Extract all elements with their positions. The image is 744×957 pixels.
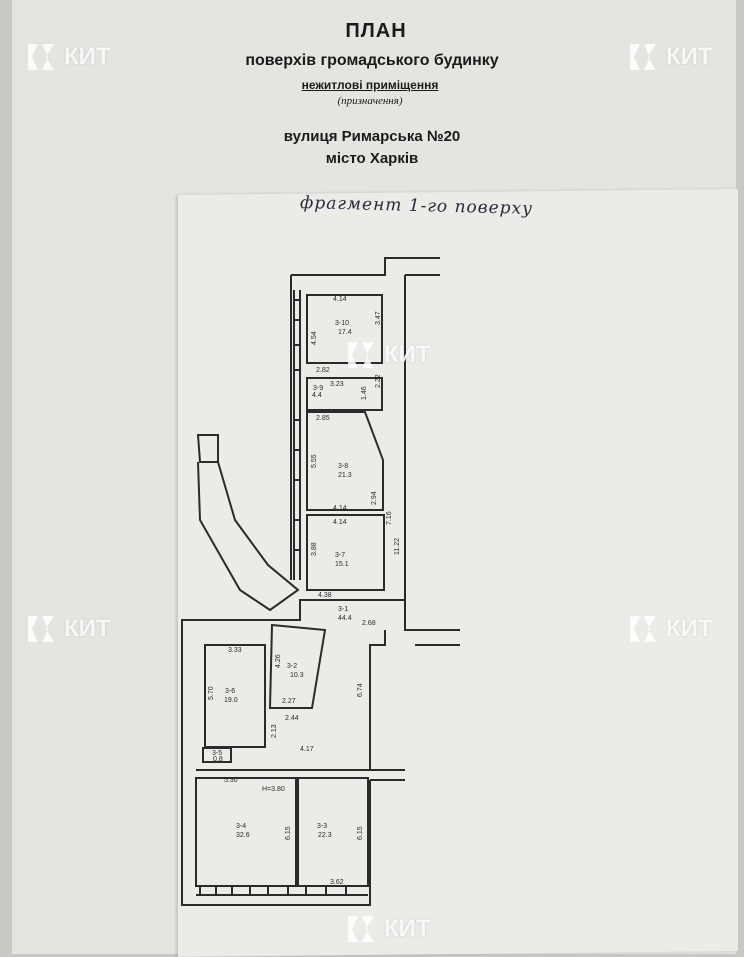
- kit-logo-icon: [348, 342, 374, 368]
- watermark: КИТ: [24, 40, 111, 74]
- kit-logo-icon: [348, 916, 374, 942]
- dimension-label: 7.16: [386, 511, 393, 525]
- document-subtitle: поверхів громадського будинку: [245, 52, 499, 69]
- document-title: ПЛАН: [345, 20, 407, 42]
- room-area: 44.4: [338, 615, 352, 622]
- dimension-label: 6.15: [285, 826, 292, 840]
- room-id: 3-10: [335, 320, 349, 327]
- watermark-text: КИТ: [666, 615, 713, 642]
- dimension-label: 3.33: [228, 647, 242, 654]
- watermark: КИТ: [344, 338, 431, 372]
- dimension-label: 4.14: [333, 519, 347, 526]
- dimension-label: 4.38: [318, 592, 332, 599]
- room-area: 0.8: [213, 756, 223, 763]
- dimension-label: 11.22: [394, 538, 401, 555]
- watermark: КИТ: [626, 612, 713, 646]
- room-id: 3-7: [335, 552, 345, 559]
- room-id: 3-1: [338, 606, 348, 613]
- purpose-caption: (призначення): [337, 95, 403, 107]
- room-area: 21.3: [338, 472, 352, 479]
- kit-logo-icon: [630, 616, 656, 642]
- watermark-text: КИТ: [64, 615, 111, 642]
- dimension-label: 3.47: [375, 311, 382, 325]
- watermark: КИТ: [24, 612, 111, 646]
- room-area: 15.1: [335, 561, 349, 568]
- dimension-label: 2.22: [375, 374, 382, 388]
- dimension-label: 4.14: [333, 505, 347, 512]
- watermark-text: КИТ: [64, 43, 111, 70]
- room-area: 32.6: [236, 832, 250, 839]
- purpose-value: нежитлові приміщення: [301, 78, 439, 92]
- kit-logo-icon: [28, 616, 54, 642]
- dimension-label: 5.30: [224, 777, 238, 784]
- city-name: місто Харків: [325, 150, 419, 167]
- room-area: 10.3: [290, 672, 304, 679]
- dimension-label: 2.27: [282, 698, 296, 705]
- dimension-labels: 4.14 3.47 4.54 2.82 2.22 3.23 1.46 2.85 …: [208, 296, 401, 886]
- dimension-label: 3.62: [330, 879, 344, 886]
- street-address: вулиця Римарська №20: [283, 128, 461, 145]
- room-id: 3-6: [225, 688, 235, 695]
- watermark-text: КИТ: [666, 43, 713, 70]
- watermark-text: КИТ: [384, 915, 431, 942]
- dimension-label: 2.44: [285, 715, 299, 722]
- dimension-label: 2.82: [316, 367, 330, 374]
- room-id: 3-2: [287, 663, 297, 670]
- dimension-label: 3.23: [330, 381, 344, 388]
- kit-logo-icon: [28, 44, 54, 70]
- room-id: 3-9: [313, 385, 323, 392]
- dimension-label: 4.14: [333, 296, 347, 303]
- watermark-text: КИТ: [384, 341, 431, 368]
- dimension-label: 6.74: [357, 683, 364, 697]
- dimension-label: 2.94: [371, 491, 378, 505]
- room-area: 22.3: [318, 832, 332, 839]
- dimension-label: 4.17: [300, 746, 314, 753]
- dimension-label: 4.54: [311, 331, 318, 345]
- dimension-label: 2.68: [362, 620, 376, 627]
- room-area: 19.0: [224, 697, 238, 704]
- dimension-label: 3.88: [311, 542, 318, 556]
- dimension-label: 1.46: [361, 386, 368, 400]
- dimension-label: 2.85: [316, 415, 330, 422]
- dimension-label: 5.70: [208, 686, 215, 700]
- room-id: 3-3: [317, 823, 327, 830]
- dimension-label: 4.26: [275, 654, 282, 668]
- kit-logo-icon: [630, 44, 656, 70]
- dimension-label: 6.15: [357, 826, 364, 840]
- room-id: 3-5: [212, 750, 222, 757]
- dimension-label: 5.55: [311, 454, 318, 468]
- height-label: H=3.80: [262, 786, 285, 793]
- room-area: 17.4: [338, 329, 352, 336]
- room-id: 3-4: [236, 823, 246, 830]
- dimension-label: 2.13: [271, 724, 278, 738]
- watermark: КИТ: [626, 40, 713, 74]
- room-area: 4.4: [312, 392, 322, 399]
- watermark: КИТ: [344, 912, 431, 946]
- room-id: 3-8: [338, 463, 348, 470]
